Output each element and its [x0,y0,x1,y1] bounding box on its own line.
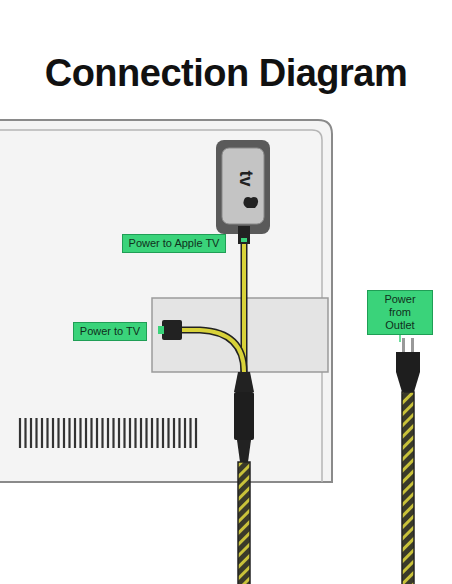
apple-tv-box [222,148,264,224]
callout-box: Power to Apple TV [122,234,227,253]
callout-text: Power from Outlet [374,293,426,332]
callout-text: Power to Apple TV [129,237,220,250]
plug-tv [162,320,182,340]
vents [20,418,196,448]
plug-led [241,238,247,242]
braided-cable [238,462,250,584]
holder [216,140,270,234]
logo-text: tv [235,164,256,194]
tv-back [0,120,332,482]
callout-box: Power from Outlet [367,290,433,335]
title: Connection Diagram [0,52,452,95]
outlet-plug [396,352,420,392]
tv-recess [152,298,328,372]
cable-branch [180,330,244,372]
apple-logo [243,197,258,208]
splitter [234,392,254,440]
braided-cable [402,392,414,584]
callout-box: Power to TV [73,322,147,341]
plug-appletv [238,226,250,244]
callout-text: Power to TV [80,325,140,338]
